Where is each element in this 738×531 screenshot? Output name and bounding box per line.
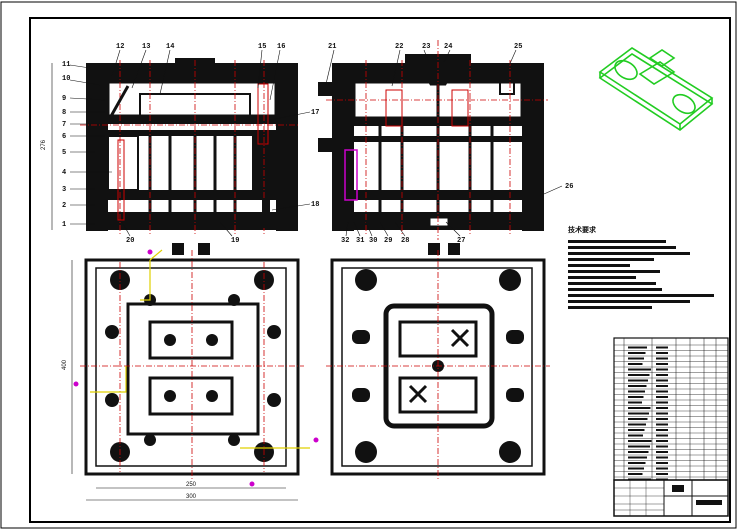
svg-text:1: 1 <box>62 221 66 229</box>
svg-text:4: 4 <box>62 169 66 177</box>
svg-text:29: 29 <box>384 237 392 245</box>
svg-text:19: 19 <box>231 237 239 245</box>
svg-text:300: 300 <box>186 494 197 500</box>
svg-text:11: 11 <box>62 61 70 69</box>
svg-text:276: 276 <box>41 139 47 150</box>
plan-view-right <box>326 243 550 480</box>
title-block <box>613 479 729 517</box>
svg-text:21: 21 <box>328 43 336 51</box>
svg-text:20: 20 <box>126 237 134 245</box>
svg-text:10: 10 <box>62 75 70 83</box>
svg-text:13: 13 <box>142 43 150 51</box>
svg-text:31: 31 <box>356 237 364 245</box>
svg-text:16: 16 <box>277 43 285 51</box>
svg-text:25: 25 <box>514 43 522 51</box>
svg-text:27: 27 <box>457 237 465 245</box>
section-view-left: 276 11 10 9 8 7 6 <box>41 43 319 245</box>
plan-view-left: 400 250 300 <box>62 243 319 501</box>
svg-text:2: 2 <box>62 202 66 210</box>
svg-text:17: 17 <box>311 109 319 117</box>
drawing-border <box>29 17 731 523</box>
svg-text:250: 250 <box>186 482 197 488</box>
svg-text:14: 14 <box>166 43 174 51</box>
svg-text:9: 9 <box>62 95 66 103</box>
svg-text:15: 15 <box>258 43 266 51</box>
svg-text:23: 23 <box>422 43 430 51</box>
svg-text:22: 22 <box>395 43 403 51</box>
svg-text:18: 18 <box>311 201 319 209</box>
svg-text:24: 24 <box>444 43 452 51</box>
svg-text:6: 6 <box>62 133 66 141</box>
svg-text:32: 32 <box>341 237 349 245</box>
section-view-right: 21 22 23 24 25 26 27 28 29 30 31 32 <box>318 40 573 245</box>
svg-text:12: 12 <box>116 43 124 51</box>
svg-text:400: 400 <box>62 359 68 370</box>
svg-text:7: 7 <box>62 121 66 129</box>
svg-text:3: 3 <box>62 186 66 194</box>
isometric-part-view <box>598 47 714 131</box>
svg-text:5: 5 <box>62 149 66 157</box>
technical-requirements: 技术要求 <box>568 225 714 309</box>
svg-text:30: 30 <box>369 237 377 245</box>
parts-list-table <box>613 337 729 481</box>
svg-text:26: 26 <box>565 183 573 191</box>
svg-text:28: 28 <box>401 237 409 245</box>
svg-text:8: 8 <box>62 109 66 117</box>
svg-text:技术要求: 技术要求 <box>568 225 597 235</box>
